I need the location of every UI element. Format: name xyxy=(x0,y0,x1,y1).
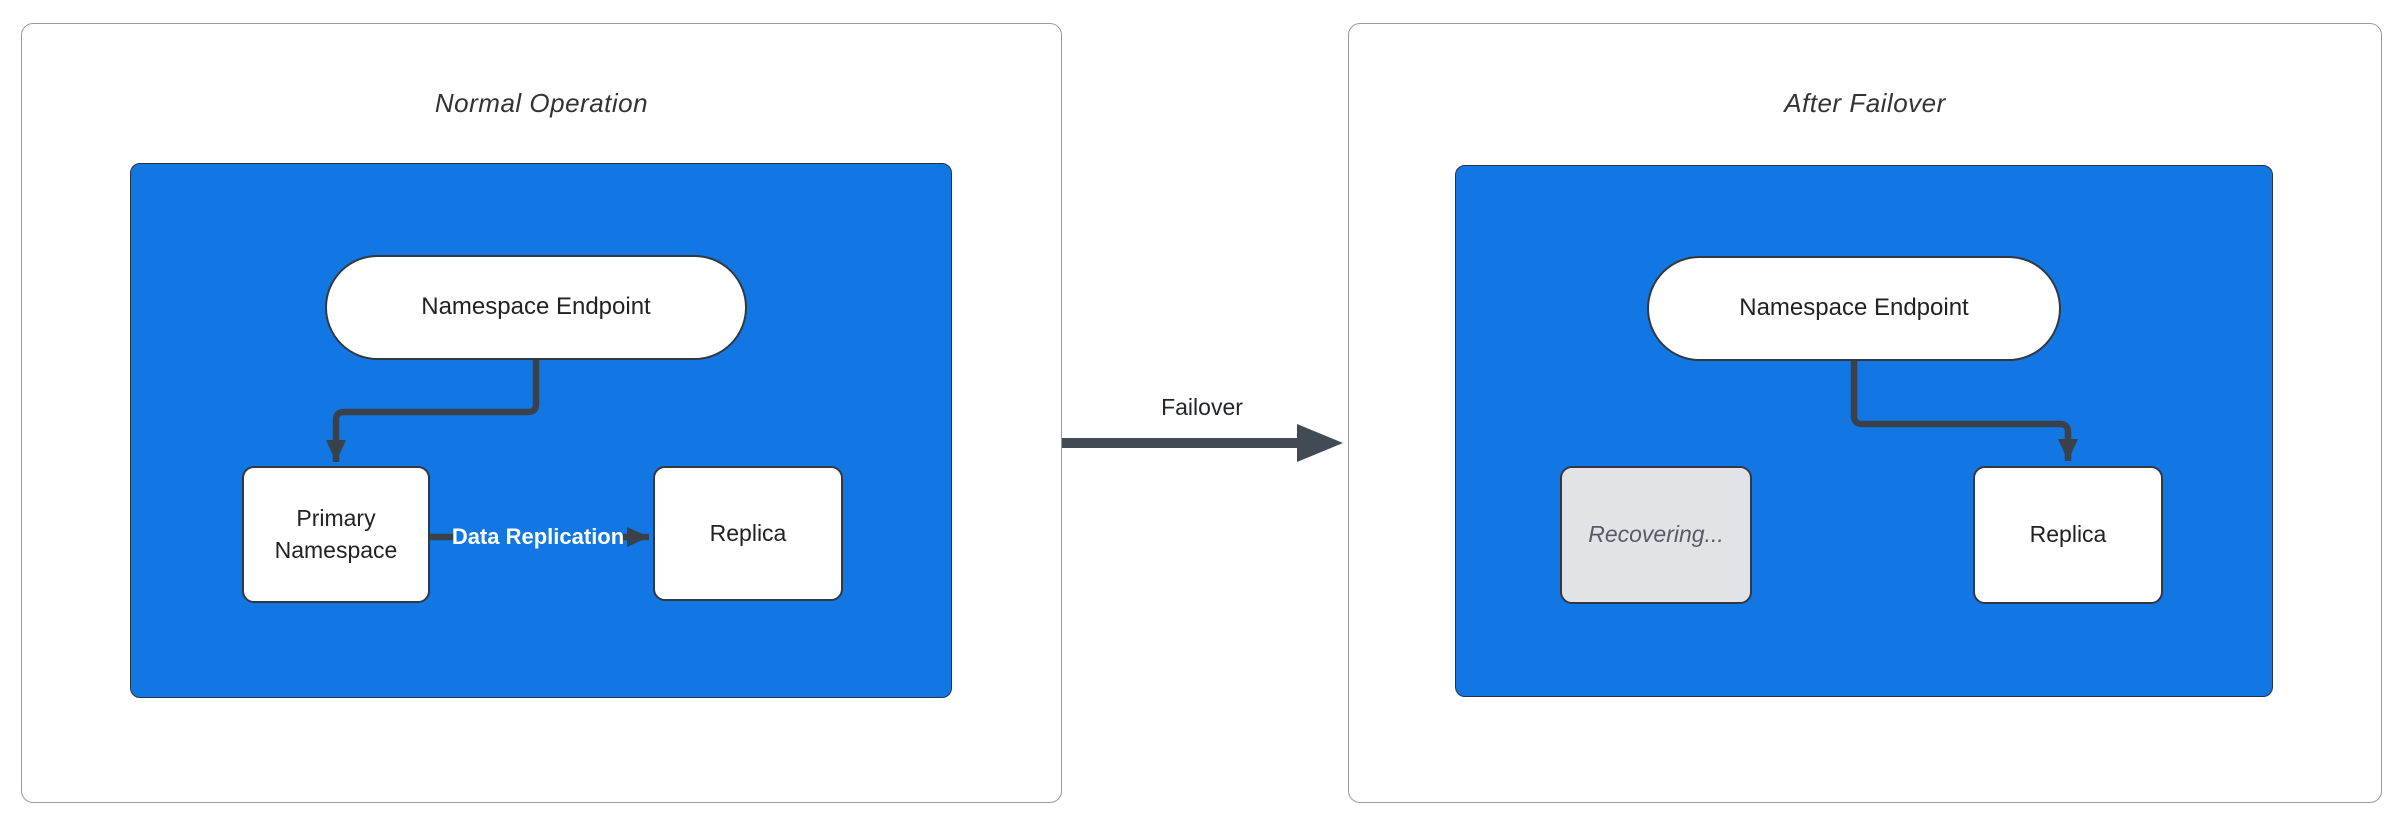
edge-endpoint-to-primary xyxy=(326,360,540,462)
panel-title-after-failover: After Failover xyxy=(1784,88,1946,118)
failover-arrow xyxy=(1062,424,1343,462)
node-label: Replica xyxy=(2029,521,2107,548)
node-label: Recovering... xyxy=(1588,521,1724,548)
cluster-after-failover xyxy=(1455,165,2273,697)
node-namespace-endpoint-normal: Namespace Endpoint xyxy=(325,255,747,360)
node-label: Namespace Endpoint xyxy=(1739,294,1969,322)
node-namespace-endpoint-failover: Namespace Endpoint xyxy=(1647,256,2061,361)
node-label: Primary Namespace xyxy=(274,505,398,563)
failover-label: Failover xyxy=(1161,394,1243,420)
node-label: Replica xyxy=(709,519,787,546)
edge-label-data-replication: Data Replication xyxy=(452,520,624,554)
panel-title-normal-operation: Normal Operation xyxy=(434,88,649,118)
node-replica-failover: Replica xyxy=(1973,466,2163,604)
cluster-normal-operation xyxy=(130,163,952,698)
node-primary-namespace: Primary Namespace xyxy=(242,466,430,603)
node-replica-normal: Replica xyxy=(653,466,843,601)
node-recovering: Recovering... xyxy=(1560,466,1752,604)
edge-endpoint-to-replica xyxy=(1850,361,2078,461)
node-label: Namespace Endpoint xyxy=(421,293,651,321)
